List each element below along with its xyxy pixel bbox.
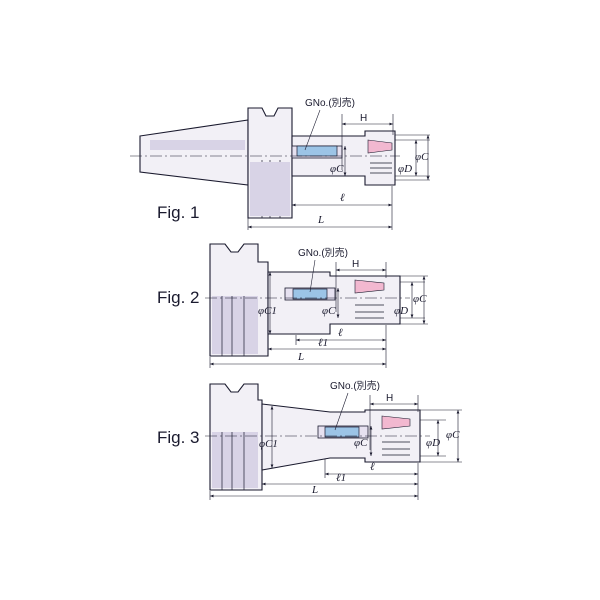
figure-1: Fig. 1 GNo.(別売) H φC φD φ — [130, 96, 430, 230]
gno-stopper — [296, 145, 338, 157]
collet — [367, 139, 393, 154]
dim-l: ℓ — [338, 327, 343, 339]
dim-l: ℓ — [340, 192, 345, 204]
figure-3-label: Fig. 3 — [157, 428, 200, 447]
tool-body — [267, 271, 401, 335]
figure-2-label: Fig. 2 — [157, 288, 200, 307]
gno-label: GNo.(別売) — [298, 246, 348, 259]
taper-shank — [139, 119, 249, 186]
dim-phiC-inner: φC — [354, 437, 368, 449]
dim-phiC1: φC1 — [259, 438, 278, 450]
gno-stopper — [324, 426, 360, 438]
dim-phiD: φD — [398, 163, 412, 175]
dim-H: H — [386, 393, 393, 404]
dim-L: L — [297, 351, 304, 363]
dim-l1: ℓ1 — [318, 337, 328, 349]
dim-phiD: φD — [394, 305, 408, 317]
dim-phiC: φC — [413, 293, 427, 305]
dim-H: H — [352, 259, 359, 270]
dim-phiC-inner: φC — [330, 163, 344, 175]
dim-phiC1: φC1 — [258, 305, 277, 317]
gno-label: GNo.(別売) — [330, 379, 380, 392]
figure-2: Fig. 2 GNo.(別売) H φC1 φC φD φC — [157, 243, 428, 368]
dim-phiD: φD — [426, 437, 440, 449]
gno-label: GNo.(別売) — [305, 96, 355, 109]
dim-H: H — [360, 113, 367, 124]
dim-L: L — [311, 484, 318, 496]
dim-phiC-inner: φC — [322, 305, 336, 317]
figure-1-label: Fig. 1 — [157, 203, 200, 222]
collet — [354, 279, 385, 294]
figure-3: Fig. 3 GNo.(別売) H φC1 φC φD φC — [157, 379, 462, 500]
gno-stopper — [292, 288, 328, 300]
dim-l1: ℓ1 — [336, 472, 346, 484]
dim-L: L — [317, 214, 324, 226]
dim-phiC: φC — [415, 151, 429, 163]
collet — [381, 415, 411, 430]
dim-phiC: φC — [446, 429, 460, 441]
dim-l: ℓ — [370, 461, 375, 473]
